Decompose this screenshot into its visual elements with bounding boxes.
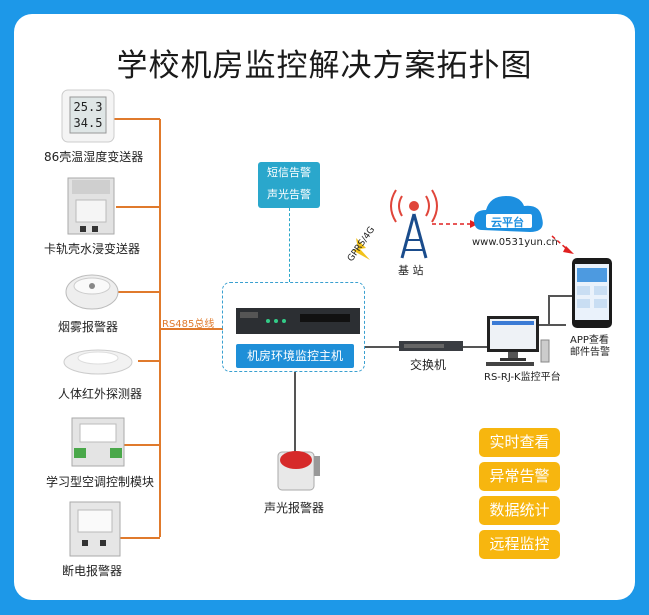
base-station-icon	[390, 189, 438, 259]
bus-link-5	[124, 444, 160, 446]
device-label-temp-humidity: 86壳温湿度变送器	[44, 150, 144, 164]
temp-humidity-sensor-image: 25.3 34.5	[61, 89, 115, 143]
alarm-methods-box: 短信告警 声光告警	[258, 162, 320, 208]
device-label-power: 断电报警器	[62, 564, 123, 578]
app-label-1: APP查看	[570, 335, 609, 346]
feature-statistics: 数据统计	[479, 496, 560, 525]
device-label-smoke: 烟雾报警器	[58, 320, 119, 334]
page-title: 学校机房监控解决方案拓扑图	[116, 48, 533, 84]
cloud-name: 云平台	[491, 216, 524, 229]
bus-link-2	[116, 206, 160, 208]
bus-link-6	[120, 537, 160, 539]
host-dashed-frame	[222, 282, 365, 372]
bus-label: RS485总线	[162, 319, 215, 330]
bus-link-3	[118, 291, 160, 293]
sound-light-alarm-label: 声光告警	[267, 188, 311, 201]
cloud-icon	[474, 196, 543, 232]
water-sensor-image	[67, 177, 115, 235]
pc-to-phone-line-h2	[548, 295, 572, 297]
humidity-display: 34.5	[74, 116, 103, 130]
phone-icon	[572, 258, 612, 328]
pc-label: RS-RJ-K监控平台	[484, 372, 561, 383]
sms-alarm-label: 短信告警	[267, 166, 311, 179]
feature-alarm: 异常告警	[479, 462, 560, 491]
app-label-2: 邮件告警	[570, 347, 610, 358]
host-to-switch-line	[365, 346, 399, 348]
alarm-dashed-connector	[289, 208, 290, 282]
temp-display: 25.3	[74, 100, 103, 114]
host-to-siren-line	[294, 372, 296, 452]
bus-link-1	[114, 118, 160, 120]
pir-detector-image	[63, 349, 133, 375]
host-label: 机房环境监控主机	[236, 344, 354, 368]
pc-to-phone-line-v	[548, 295, 550, 325]
smoke-alarm-image	[65, 274, 119, 310]
bus-link-4	[138, 360, 160, 362]
siren-label: 声光报警器	[264, 501, 325, 515]
device-label-ac: 学习型空调控制模块	[46, 475, 155, 489]
ac-controller-image	[71, 417, 125, 467]
switch-to-pc-line	[463, 346, 487, 348]
device-label-water: 卡轨壳水浸变送器	[44, 242, 141, 256]
pc-to-phone-line-h	[539, 324, 566, 326]
device-label-pir: 人体红外探测器	[58, 387, 143, 401]
cloud-url: www.0531yun.cn	[472, 237, 558, 248]
base-station-label: 基 站	[398, 264, 424, 277]
switch-label: 交换机	[410, 358, 447, 372]
power-alarm-image	[69, 501, 121, 557]
bus-to-host-line	[160, 328, 223, 330]
feature-remote: 远程监控	[479, 530, 560, 559]
feature-realtime: 实时查看	[479, 428, 560, 457]
